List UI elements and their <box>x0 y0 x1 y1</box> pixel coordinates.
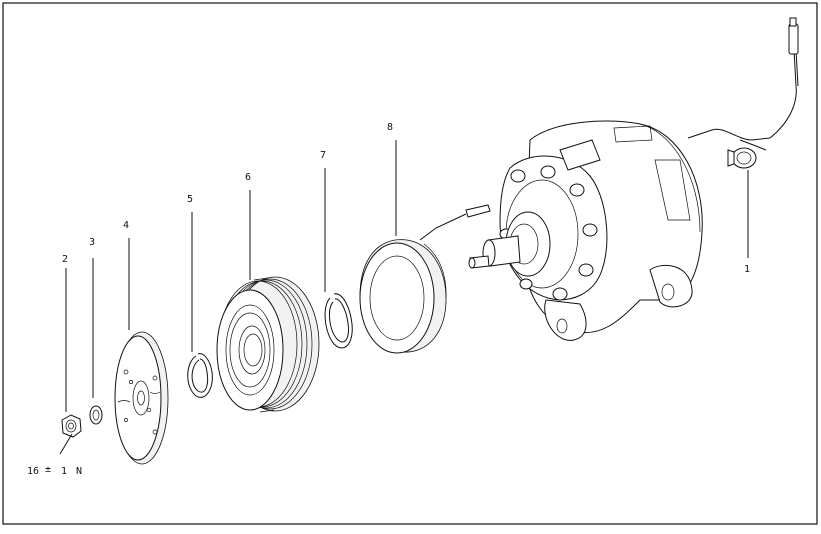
frame <box>2 2 818 525</box>
torque-unit: N <box>76 466 82 477</box>
callout-2: 2 <box>62 254 68 265</box>
leader-torque <box>59 433 73 455</box>
callout-7: 7 <box>320 150 326 161</box>
callout-1: 1 <box>744 264 750 275</box>
leader-lines <box>59 140 749 455</box>
part-4-armature-plate <box>114 331 169 465</box>
callout-6: 6 <box>245 172 251 183</box>
callout-4: 4 <box>123 220 129 231</box>
part-7-snap-ring <box>324 293 353 349</box>
part-3-washer <box>89 405 103 425</box>
torque-value: 16 <box>27 466 39 477</box>
callout-8: 8 <box>387 122 393 133</box>
torque-spec: 16 ± 1 N <box>27 464 82 477</box>
part-1-compressor-body <box>468 120 703 341</box>
torque-tolerance: 1 <box>61 466 67 477</box>
part-5-snap-ring <box>187 353 213 398</box>
callout-5: 5 <box>187 194 193 205</box>
part-1-harness-sensor <box>687 17 799 169</box>
part-6-pulley <box>216 276 320 413</box>
torque-plusminus: ± <box>45 464 51 475</box>
callout-3: 3 <box>89 237 95 248</box>
part-8-field-coil <box>359 204 491 354</box>
part-2-nut <box>61 414 82 438</box>
